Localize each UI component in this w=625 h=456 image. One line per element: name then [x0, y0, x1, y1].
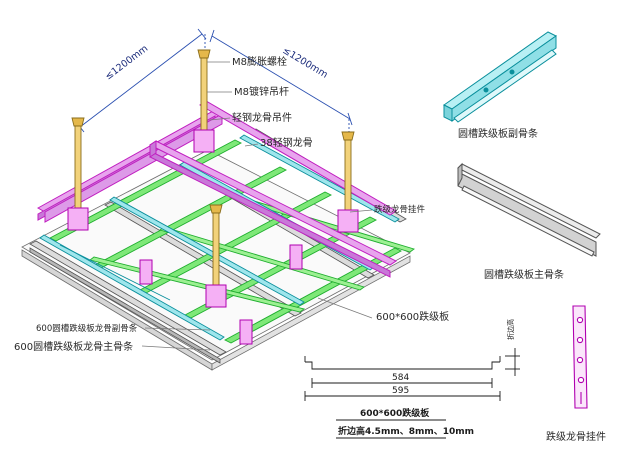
dimension-lines — [75, 28, 353, 195]
label-m8-rod: M8镀锌吊杆 — [234, 85, 289, 98]
hanger-caption: 跌级龙骨挂件 — [546, 430, 606, 443]
hanger-part-detail — [572, 305, 588, 409]
section-subtitle: 折边高4.5mm、8mm、10mm — [338, 425, 474, 437]
leader-lines — [141, 61, 373, 351]
sub-keel-detail — [443, 31, 557, 123]
outer-width-label: 595 — [392, 386, 409, 396]
label-panel-600: 600*600跌级板 — [376, 310, 449, 323]
main-keel-detail — [457, 162, 601, 257]
label-main-keel-600: 600圆槽跌级板龙骨主骨条 — [14, 340, 133, 353]
sub-keel-caption: 圆槽跌级板副骨条 — [458, 127, 538, 140]
steel-keel-38 — [36, 100, 397, 278]
main-keel-caption: 圆槽跌级板主骨条 — [484, 268, 564, 281]
label-sub-keel-600: 600圆槽跌级板龙骨副骨条 — [36, 323, 138, 334]
height-label: 折边高 — [506, 319, 515, 340]
label-m8-bolt: M8膨胀螺栓 — [232, 55, 287, 68]
hanger-clips — [67, 129, 359, 345]
label-steel-keel-38: 38轻钢龙骨 — [260, 136, 313, 149]
section-title: 600*600跌级板 — [360, 407, 430, 419]
dim-label-right: ≤1200mm — [280, 45, 329, 81]
label-steel-hanger: 轻钢龙骨吊件 — [232, 111, 292, 124]
dim-label-left: ≤1200mm — [103, 43, 150, 82]
panel-section — [304, 348, 520, 401]
inner-width-label: 584 — [392, 373, 409, 383]
label-step-keel-hanger: 跌级龙骨挂件 — [374, 204, 426, 215]
